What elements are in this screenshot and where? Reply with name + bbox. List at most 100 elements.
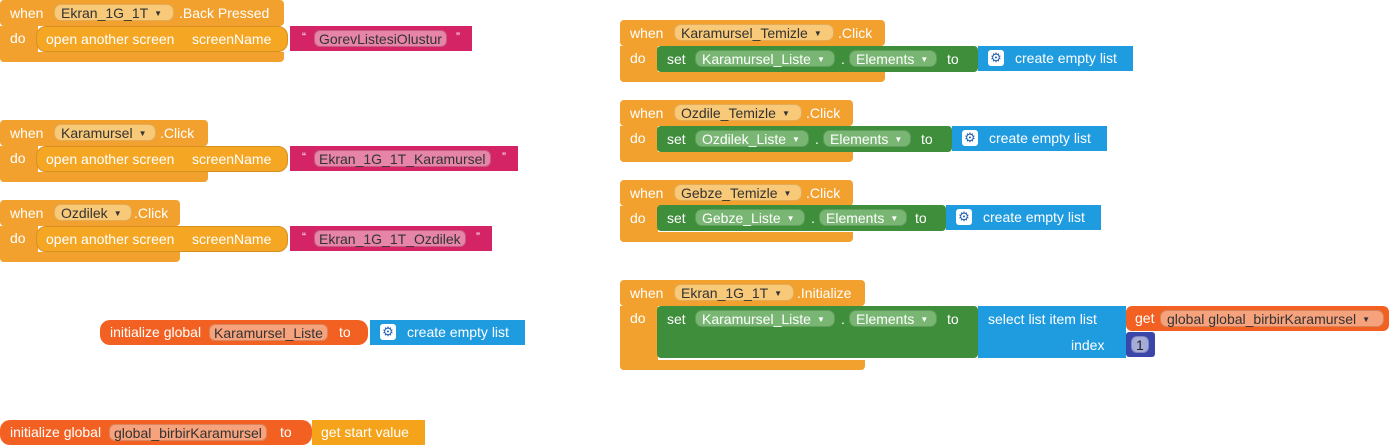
chevron-down-icon: ▼ (792, 135, 800, 144)
create-empty-list-block[interactable]: ⚙ create empty list (952, 126, 1107, 151)
create-empty-list-block[interactable]: ⚙ create empty list (978, 46, 1133, 71)
component-dropdown[interactable]: Ozdile_Temizle▼ (674, 104, 802, 121)
property-dropdown[interactable]: Elements▼ (849, 50, 937, 67)
event-block-karamursel-temizle[interactable]: when Karamursel_Temizle▼ .Click do (620, 20, 885, 82)
event-name: .Initialize (797, 285, 852, 301)
component-dropdown[interactable]: Ekran_1G_1T▼ (54, 4, 174, 21)
select-list-item-block[interactable]: select list item list index (978, 306, 1126, 358)
property-dropdown[interactable]: Elements▼ (823, 130, 911, 147)
event-name: .Click (160, 125, 195, 141)
do-keyword: do (10, 30, 26, 46)
event-name: .Click (806, 105, 841, 121)
open-quote: “ (302, 230, 306, 244)
text-block[interactable]: “ GorevListesiOlustur ” (290, 26, 472, 51)
to-keyword: to (947, 311, 959, 327)
event-name: .Click (134, 205, 169, 221)
target-dropdown[interactable]: Karamursel_Liste▼ (695, 310, 835, 327)
target-dropdown[interactable]: Gebze_Liste▼ (695, 209, 805, 226)
number-value-field[interactable]: 1 (1131, 336, 1149, 353)
chevron-down-icon: ▼ (138, 129, 147, 138)
open-quote: “ (302, 150, 306, 164)
gear-icon[interactable]: ⚙ (988, 50, 1004, 66)
event-block-ozdile-temizle[interactable]: when Ozdile_Temizle▼ .Click do (620, 100, 853, 162)
chevron-down-icon: ▼ (813, 29, 822, 38)
do-keyword: do (630, 50, 646, 66)
chevron-down-icon: ▼ (1362, 315, 1371, 324)
event-block-ozdilek-click[interactable]: when Ozdilek▼ .Click do open another scr… (0, 200, 492, 262)
set-property-block[interactable]: set Gebze_Liste▼ . Elements▼ to (657, 205, 946, 231)
set-keyword: set (667, 131, 686, 147)
set-property-block[interactable]: set Ozdilek_Liste▼ . Elements▼ to (657, 126, 952, 152)
property-dropdown[interactable]: Elements▼ (849, 310, 937, 327)
gear-icon[interactable]: ⚙ (956, 209, 972, 225)
target-dropdown[interactable]: Karamursel_Liste▼ (695, 50, 835, 67)
text-block[interactable]: “ Ekran_1G_1T_Karamursel ” (290, 146, 518, 171)
to-keyword: to (280, 424, 292, 440)
target-dropdown[interactable]: Ozdilek_Liste▼ (695, 130, 809, 147)
to-keyword: to (947, 51, 959, 67)
chevron-down-icon: ▼ (783, 189, 792, 198)
when-keyword: when (630, 185, 664, 201)
get-start-value-label: get start value (321, 424, 409, 440)
close-quote: ” (456, 30, 460, 44)
open-screen-block[interactable]: open another screen screenName (36, 26, 288, 52)
text-block[interactable]: “ Ekran_1G_1T_Ozdilek ” (290, 226, 492, 251)
component-dropdown[interactable]: Karamursel▼ (54, 124, 156, 141)
open-screen-block[interactable]: open another screen screenName (36, 146, 288, 172)
gear-icon[interactable]: ⚙ (962, 130, 978, 146)
component-dropdown[interactable]: Ekran_1G_1T▼ (674, 284, 794, 301)
to-keyword: to (915, 210, 927, 226)
open-screen-label: open another screen (46, 151, 175, 167)
index-label: index (1071, 337, 1105, 353)
set-keyword: set (667, 210, 686, 226)
chevron-down-icon: ▼ (774, 289, 783, 298)
create-empty-list-block[interactable]: ⚙ create empty list (370, 320, 525, 345)
event-block-back-pressed[interactable]: when Ekran_1G_1T▼ .Back Pressed do open … (0, 0, 472, 62)
event-name: .Back Pressed (179, 5, 270, 21)
global-name-field[interactable]: Karamursel_Liste (209, 324, 328, 341)
create-empty-list-block[interactable]: ⚙ create empty list (946, 205, 1101, 230)
create-empty-list-label: create empty list (983, 209, 1085, 225)
event-block-karamursel-click[interactable]: when Karamursel▼ .Click do open another … (0, 120, 518, 182)
get-global-block[interactable]: get global global_birbirKaramursel▼ (1126, 306, 1389, 331)
when-keyword: when (10, 205, 44, 221)
init-global-karamursel-liste[interactable]: initialize global Karamursel_Liste to (100, 320, 368, 345)
set-property-block[interactable]: set Karamursel_Liste▼ . Elements▼ to (657, 306, 978, 358)
chevron-down-icon: ▼ (920, 315, 929, 324)
chevron-down-icon: ▼ (816, 55, 825, 64)
gear-icon[interactable]: ⚙ (380, 324, 396, 340)
event-name: .Click (838, 25, 873, 41)
screen-name-label: screenName (192, 31, 272, 47)
dot-label: . (841, 51, 845, 67)
open-quote: “ (302, 30, 306, 44)
global-name-field[interactable]: global_birbirKaramursel (109, 424, 267, 441)
component-dropdown[interactable]: Gebze_Temizle▼ (674, 184, 802, 201)
open-screen-label: open another screen (46, 31, 175, 47)
text-value-field[interactable]: Ekran_1G_1T_Karamursel (314, 150, 491, 167)
create-empty-list-label: create empty list (989, 130, 1091, 146)
do-keyword: do (630, 210, 646, 226)
init-global-birbir[interactable]: initialize global global_birbirKaramurse… (0, 420, 312, 445)
screen-name-label: screenName (192, 231, 272, 247)
do-keyword: do (630, 130, 646, 146)
event-name: .Click (806, 185, 841, 201)
set-keyword: set (667, 51, 686, 67)
when-keyword: when (630, 105, 664, 121)
chevron-down-icon: ▼ (781, 109, 790, 118)
get-start-value-block[interactable]: get start value (312, 420, 425, 445)
text-value-field[interactable]: GorevListesiOlustur (314, 30, 447, 47)
component-dropdown[interactable]: Ozdilek▼ (54, 204, 132, 221)
dot-label: . (841, 311, 845, 327)
screen-name-label: screenName (192, 151, 272, 167)
text-value-field[interactable]: Ekran_1G_1T_Ozdilek (314, 230, 466, 247)
open-screen-block[interactable]: open another screen screenName (36, 226, 288, 252)
event-block-gebze-temizle[interactable]: when Gebze_Temizle▼ .Click do (620, 180, 853, 242)
set-property-block[interactable]: set Karamursel_Liste▼ . Elements▼ to (657, 46, 978, 72)
create-empty-list-label: create empty list (407, 324, 509, 340)
chevron-down-icon: ▼ (816, 315, 825, 324)
variable-dropdown[interactable]: global global_birbirKaramursel▼ (1160, 310, 1384, 327)
number-block[interactable]: 1 (1126, 332, 1155, 357)
component-dropdown[interactable]: Karamursel_Temizle▼ (674, 24, 834, 41)
property-dropdown[interactable]: Elements▼ (819, 209, 907, 226)
event-block-initialize[interactable]: when Ekran_1G_1T▼ .Initialize do (620, 280, 865, 370)
